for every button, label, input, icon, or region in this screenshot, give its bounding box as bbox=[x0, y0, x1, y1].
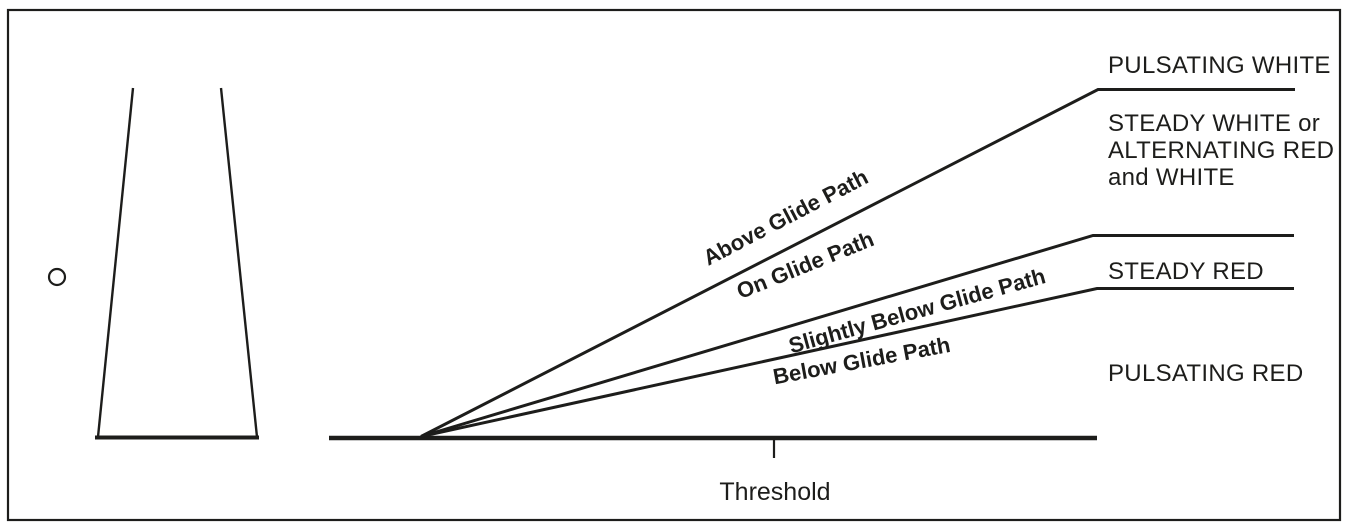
runway-right-edge bbox=[219, 87, 259, 438]
label-steady-white-line-3: and WHITE bbox=[1108, 164, 1235, 191]
label-steady-white-line-2: ALTERNATING RED bbox=[1108, 137, 1334, 164]
runway-left-edge bbox=[96, 87, 135, 438]
runway-symbol bbox=[95, 87, 259, 440]
label-steady-white-alternating: STEADY WHITE or ALTERNATING RED and WHIT… bbox=[1108, 110, 1334, 191]
label-pulsating-red: PULSATING RED bbox=[1108, 360, 1304, 387]
label-steady-red: STEADY RED bbox=[1108, 258, 1264, 285]
glide-path-boundary-lower bbox=[420, 287, 1294, 438]
glide-path-boundary-upper bbox=[420, 88, 1295, 438]
diagram-border bbox=[6, 8, 1342, 522]
light-unit-circle bbox=[47, 267, 67, 287]
glide-path-boundary-middle bbox=[420, 234, 1294, 438]
label-steady-white-line-1: STEADY WHITE or bbox=[1108, 110, 1320, 137]
label-pulsating-white: PULSATING WHITE bbox=[1108, 52, 1331, 79]
threshold-label: Threshold bbox=[719, 478, 830, 506]
